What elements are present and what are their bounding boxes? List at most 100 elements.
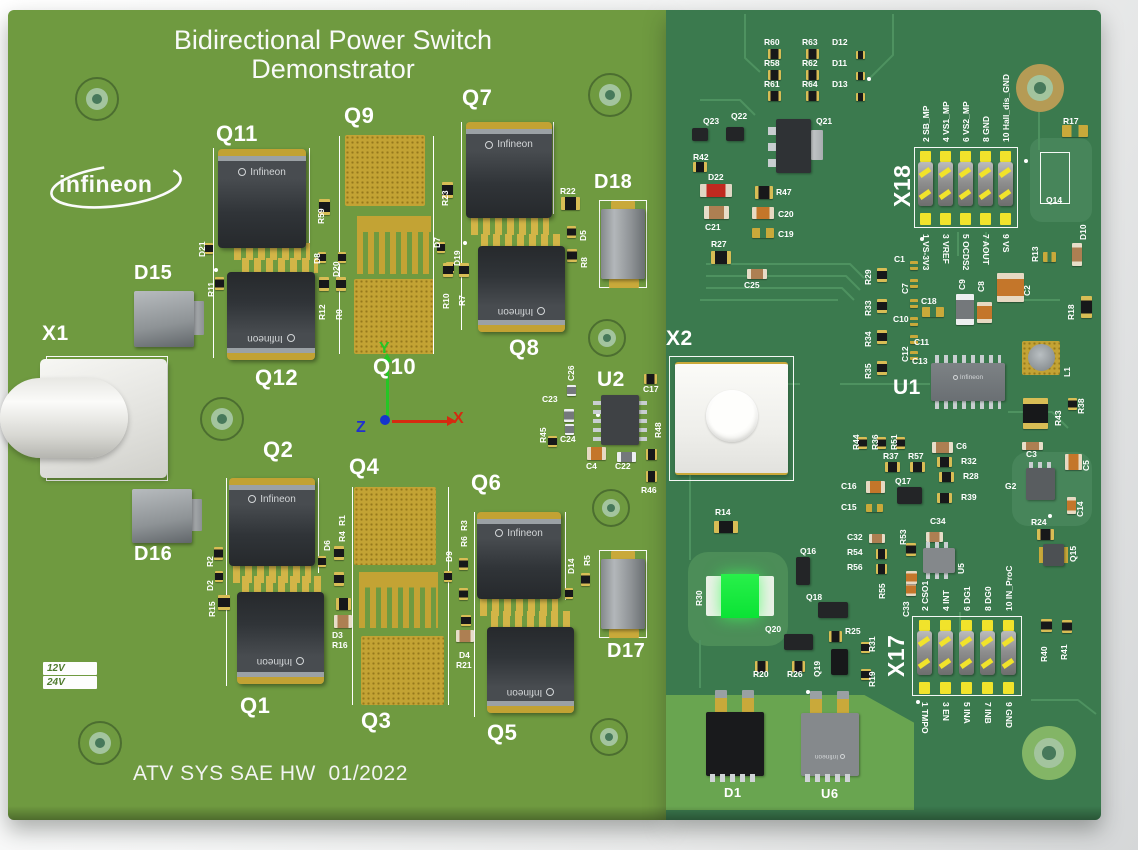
dip-rocker[interactable] — [998, 162, 1013, 206]
dpak-leg — [715, 690, 727, 714]
package-sot23[interactable] — [692, 128, 708, 141]
silk-line — [553, 122, 554, 214]
designator-r24: R24 — [1031, 517, 1047, 527]
mosfet-package[interactable]: Infineon — [229, 478, 315, 566]
package-tall[interactable] — [831, 649, 848, 675]
ic-pins — [639, 399, 647, 441]
infineon-i-icon — [840, 753, 846, 759]
package-sot23v[interactable] — [796, 557, 810, 585]
designator-r21: R21 — [456, 660, 472, 670]
sot223-pin — [768, 143, 776, 151]
dip-rocker[interactable] — [1001, 631, 1016, 675]
component-r17 — [1062, 125, 1088, 137]
designator-c15: C15 — [841, 502, 857, 512]
designator-d10: D10 — [1078, 224, 1088, 240]
mounting-hole — [1016, 64, 1064, 112]
component-r24 — [1037, 529, 1054, 540]
component-r8 — [567, 249, 577, 262]
designator-q10: Q10 — [373, 354, 417, 379]
mosfet-package[interactable]: Infineon — [466, 122, 552, 218]
infineon-i-icon — [286, 334, 295, 343]
diode-package-d16[interactable] — [132, 489, 192, 543]
designator-u1: U1 — [893, 376, 921, 399]
designator-d16: D16 — [134, 543, 173, 565]
mounting-hole — [1022, 726, 1076, 780]
designator-r33: R33 — [863, 300, 873, 316]
designator-q16: Q16 — [800, 546, 817, 556]
designator-r23: R23 — [440, 190, 450, 206]
package-sot23[interactable] — [818, 602, 848, 618]
package-sot23[interactable] — [784, 634, 813, 650]
dip-rocker[interactable] — [958, 162, 973, 206]
designator-q12: Q12 — [255, 365, 299, 390]
dip-pin-label: 6 VS2_MP — [961, 101, 971, 142]
designator-r60: R60 — [764, 37, 780, 47]
package-sot223[interactable] — [776, 119, 811, 173]
designator-q14: Q14 — [1046, 195, 1063, 205]
dip-rocker[interactable] — [918, 162, 933, 206]
dpak-leg — [837, 691, 849, 715]
package-qfn[interactable] — [1026, 468, 1055, 500]
package-sot23[interactable] — [897, 487, 922, 504]
diode-package-d18[interactable] — [601, 209, 645, 279]
pcb-bottom-panel — [666, 695, 914, 810]
dip-pad — [940, 151, 951, 162]
designator-r34: R34 — [863, 331, 873, 347]
infineon-logo: infineon — [46, 156, 186, 214]
designator-r5: R5 — [582, 555, 592, 566]
designator-u2: U2 — [597, 368, 625, 391]
package-msop[interactable] — [1043, 544, 1064, 566]
package-soich[interactable]: Infineon — [931, 363, 1005, 401]
package-soicv[interactable] — [601, 395, 639, 445]
silk-line — [339, 136, 340, 354]
dip-rocker[interactable] — [980, 631, 995, 675]
diode-package-d15[interactable] — [134, 291, 194, 347]
dip-rocker[interactable] — [917, 631, 932, 675]
component-c13 — [910, 351, 918, 360]
component-r39 — [937, 493, 952, 503]
mosfet-package[interactable]: Infineon — [237, 592, 324, 684]
dip-pin-label: 9 GND — [1004, 702, 1014, 728]
ic-pins — [926, 573, 952, 579]
ic-pins — [926, 542, 952, 548]
voltage-badge-24v: 24V — [43, 676, 97, 689]
component-c23 — [564, 409, 574, 422]
component-c17 — [644, 374, 657, 384]
designator-c22: C22 — [615, 461, 631, 471]
dip-rocker[interactable] — [978, 162, 993, 206]
dip-rocker[interactable] — [938, 631, 953, 675]
component-c2 — [997, 273, 1024, 302]
component-r12 — [319, 277, 329, 291]
component-r36 — [877, 437, 886, 449]
designator-r46: R46 — [641, 485, 657, 495]
board-title-line1: Bidirectional Power Switch — [173, 25, 493, 55]
mosfet-package[interactable]: Infineon — [487, 627, 574, 713]
component-r19 — [861, 669, 871, 680]
mosfet-package[interactable]: Infineon — [227, 272, 315, 360]
package-sot23[interactable] — [726, 127, 744, 141]
mounting-hole — [75, 77, 119, 121]
designator-q6: Q6 — [471, 470, 502, 495]
mounting-hole — [588, 319, 626, 357]
x1-connector-barrel[interactable] — [0, 378, 128, 458]
inductor-body[interactable] — [1028, 344, 1055, 371]
dip-rocker[interactable] — [938, 162, 953, 206]
mosfet-package[interactable]: Infineon — [478, 246, 565, 332]
mosfet-package[interactable]: Infineon — [218, 149, 306, 248]
dip-rocker[interactable] — [959, 631, 974, 675]
dip-pad — [940, 620, 951, 631]
designator-d20: D20 — [331, 261, 341, 277]
designator-c6: C6 — [956, 441, 967, 451]
designator-c3: C3 — [1026, 449, 1037, 459]
designator-r10: R10 — [441, 293, 451, 309]
diode-package-d17[interactable] — [601, 559, 645, 629]
designator-q18: Q18 — [806, 592, 823, 602]
x2-button-cap[interactable] — [706, 390, 758, 442]
package-dpakg[interactable]: Infineon — [801, 713, 859, 776]
package-soic8[interactable] — [923, 548, 955, 573]
designator-r15: R15 — [207, 601, 217, 617]
package-dpakb[interactable] — [706, 712, 764, 776]
component-r3 — [459, 558, 468, 570]
mosfet-package[interactable]: Infineon — [477, 512, 561, 599]
